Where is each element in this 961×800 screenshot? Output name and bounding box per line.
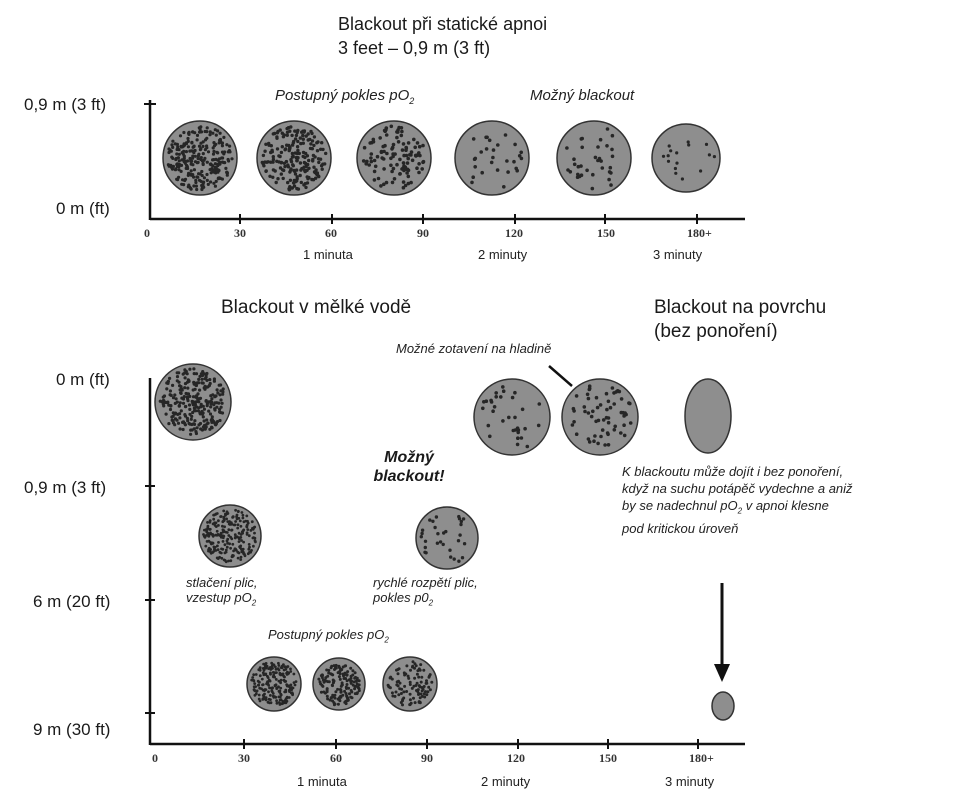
bottom-tick-90: 90: [421, 751, 433, 765]
top-annotation-blackout: Možný blackout: [530, 87, 635, 104]
top-minute-1: 1 minuta: [303, 247, 353, 262]
bottom-y-label-6: 6 m (20 ft): [33, 592, 111, 611]
top-lung-2: [256, 120, 332, 196]
top-title-line1: Blackout při statické apnoi: [338, 14, 548, 34]
compression-note: stlačení plic, vzestup pO2: [186, 575, 258, 608]
possible-blackout-label: Možný blackout!: [373, 449, 445, 485]
top-minute-3: 3 minuty: [653, 247, 703, 262]
bottom-lung-descent-1: [246, 656, 302, 712]
surface-title-line2: (bez ponoření): [654, 321, 778, 342]
bottom-lung-surface-1: [473, 378, 551, 456]
top-title-line2: 3 feet – 0,9 m (3 ft): [338, 38, 491, 58]
gradual-decline-note: Postupný pokles pO2: [268, 627, 389, 645]
top-lung-4: [454, 120, 530, 196]
top-lung-6: [651, 123, 721, 193]
bottom-lung-surface-2: [561, 378, 639, 456]
surface-explanation-note: K blackoutu může dojít i bez ponoření, k…: [622, 464, 853, 536]
bottom-y-label-9: 9 m (30 ft): [33, 720, 111, 739]
bottom-minute-1: 1 minuta: [297, 774, 347, 789]
top-tick-90: 90: [417, 226, 429, 240]
top-tick-180: 180+: [687, 226, 712, 240]
top-lung-1: [162, 120, 238, 196]
bottom-lung-descent-2: [312, 657, 366, 711]
recovery-pointer-line: [548, 365, 573, 387]
bottom-minute-2: 2 minuty: [481, 774, 531, 789]
bottom-tick-120: 120: [507, 751, 525, 765]
bottom-y-ticks: [145, 485, 155, 714]
top-tick-30: 30: [234, 226, 246, 240]
expansion-note: rychlé rozpětí plic, pokles p02: [373, 575, 478, 608]
bottom-y-label-0: 0 m (ft): [56, 370, 110, 389]
recovery-note: Možné zotavení na hladině: [396, 341, 552, 356]
surface-lung-oval: [684, 378, 732, 454]
bottom-lung-descent-3: [382, 656, 438, 712]
bottom-tick-150: 150: [599, 751, 617, 765]
bottom-lung-start: [154, 363, 232, 441]
top-y-label-zero: 0 m (ft): [56, 199, 110, 218]
bottom-tick-0: 0: [152, 751, 158, 765]
top-tick-0: 0: [144, 226, 150, 240]
small-lung-oval: [711, 691, 735, 721]
top-minute-2: 2 minuty: [478, 247, 528, 262]
top-tick-120: 120: [505, 226, 523, 240]
bottom-lung-circles: [154, 363, 639, 712]
top-lung-5: [556, 120, 632, 196]
bottom-y-label-0-9: 0,9 m (3 ft): [24, 478, 107, 497]
bottom-minute-3: 3 minuty: [665, 774, 715, 789]
top-lung-3: [356, 120, 432, 196]
bottom-tick-30: 30: [238, 751, 250, 765]
shallow-water-title: Blackout v mělké vodě: [221, 297, 412, 318]
top-tick-60: 60: [325, 226, 337, 240]
arrow-down-icon: [714, 664, 730, 682]
bottom-lung-expanded: [415, 506, 479, 570]
bottom-lung-compressed: [198, 504, 262, 568]
surface-title-line1: Blackout na povrchu: [654, 297, 827, 318]
top-tick-150: 150: [597, 226, 615, 240]
top-annotation-gradual: Postupný pokles pO2: [275, 87, 415, 106]
top-lung-circles: [162, 120, 721, 196]
bottom-tick-60: 60: [330, 751, 342, 765]
top-x-ticks: [239, 214, 698, 224]
bottom-tick-180: 180+: [689, 751, 714, 765]
bottom-x-ticks: [243, 739, 699, 749]
top-y-label-high: 0,9 m (3 ft): [24, 95, 107, 114]
